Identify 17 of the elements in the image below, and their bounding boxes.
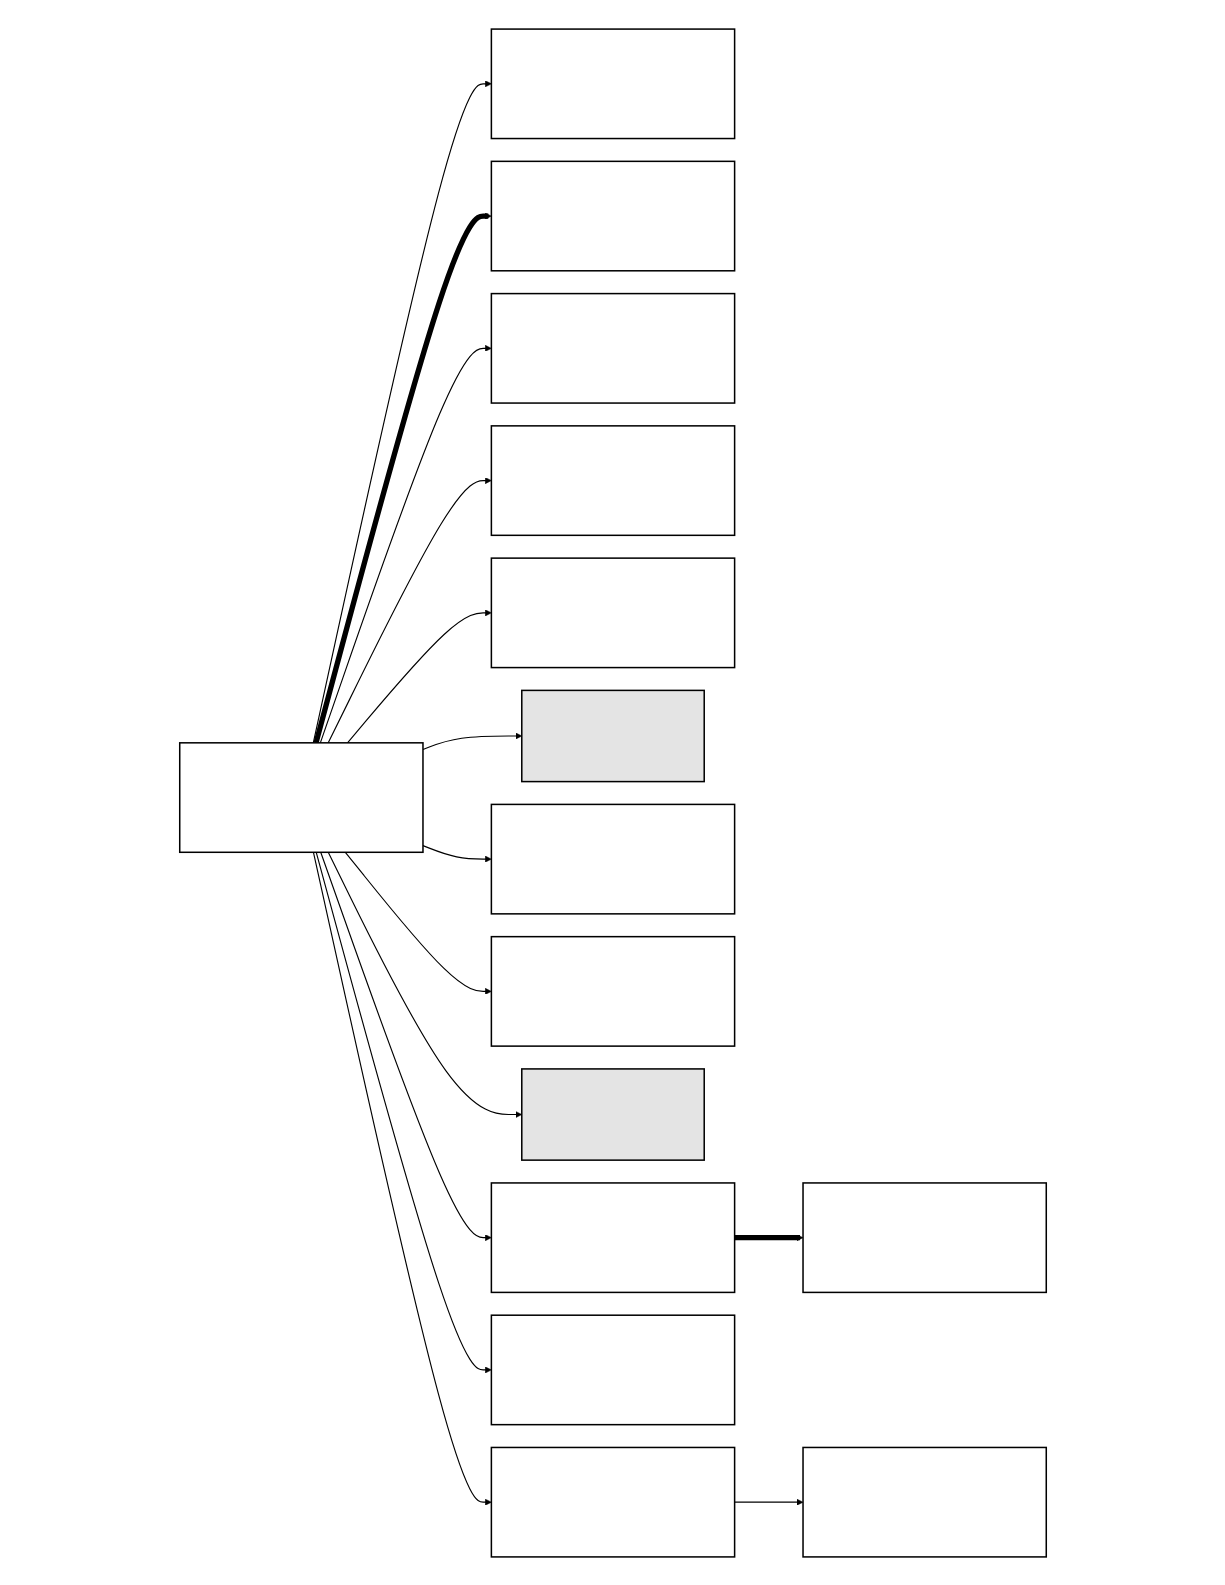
node-box <box>490 803 735 915</box>
node-box <box>490 1313 735 1425</box>
node-box <box>490 424 735 536</box>
arrow <box>734 1233 803 1241</box>
node-box <box>490 160 735 272</box>
node-box <box>801 1446 1047 1558</box>
node-box <box>490 556 735 668</box>
node-box <box>490 292 735 404</box>
node-box <box>490 935 735 1047</box>
arrow <box>327 851 522 1118</box>
node-box <box>520 689 705 782</box>
node-box <box>490 1181 735 1293</box>
node-box <box>801 1181 1047 1293</box>
node-box <box>490 27 735 139</box>
node-box <box>520 1067 705 1161</box>
node-box <box>178 741 424 853</box>
node-box <box>490 1446 735 1558</box>
